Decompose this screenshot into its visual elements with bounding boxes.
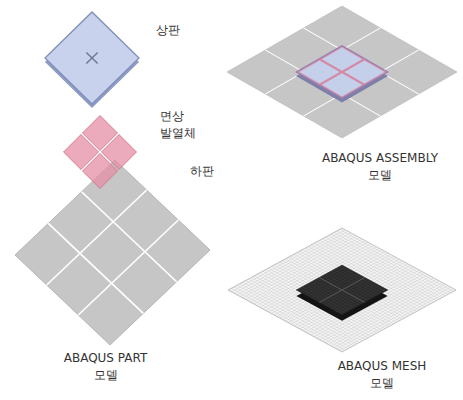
mesh-plate-face: [296, 265, 387, 315]
assembly-plate-face: [296, 46, 388, 99]
mesh-grid: [228, 228, 456, 352]
bottom-plate: [15, 160, 210, 345]
plate-grid: [227, 6, 457, 138]
part-label: 면상 발열체: [160, 108, 206, 143]
plate-grid: [15, 160, 210, 345]
mesh-base: [228, 228, 456, 352]
bottom-plate-face: [15, 160, 210, 345]
plate-seam: [296, 265, 387, 315]
assembly-base-face: [227, 6, 457, 138]
plate-tile: [344, 60, 384, 83]
heater-tile: [102, 135, 137, 170]
center-cross: [81, 47, 104, 69]
heating-element: [64, 116, 137, 189]
part-label: 하판: [190, 163, 230, 180]
model-caption: ABAQUS MESH 모델: [336, 358, 428, 393]
mesh-grid: [296, 265, 387, 315]
assembly-plate: [296, 46, 388, 99]
assembly-base: [227, 6, 457, 138]
top-plate: [45, 12, 139, 104]
model-caption: ABAQUS ASSEMBLY 모델: [321, 150, 439, 185]
model-caption: ABAQUS PART 모델: [58, 350, 153, 385]
mesh-base-face: [228, 228, 456, 352]
mesh-plate: [296, 265, 387, 315]
part-label: 상판: [156, 22, 196, 39]
top-plate-face: [45, 12, 139, 104]
